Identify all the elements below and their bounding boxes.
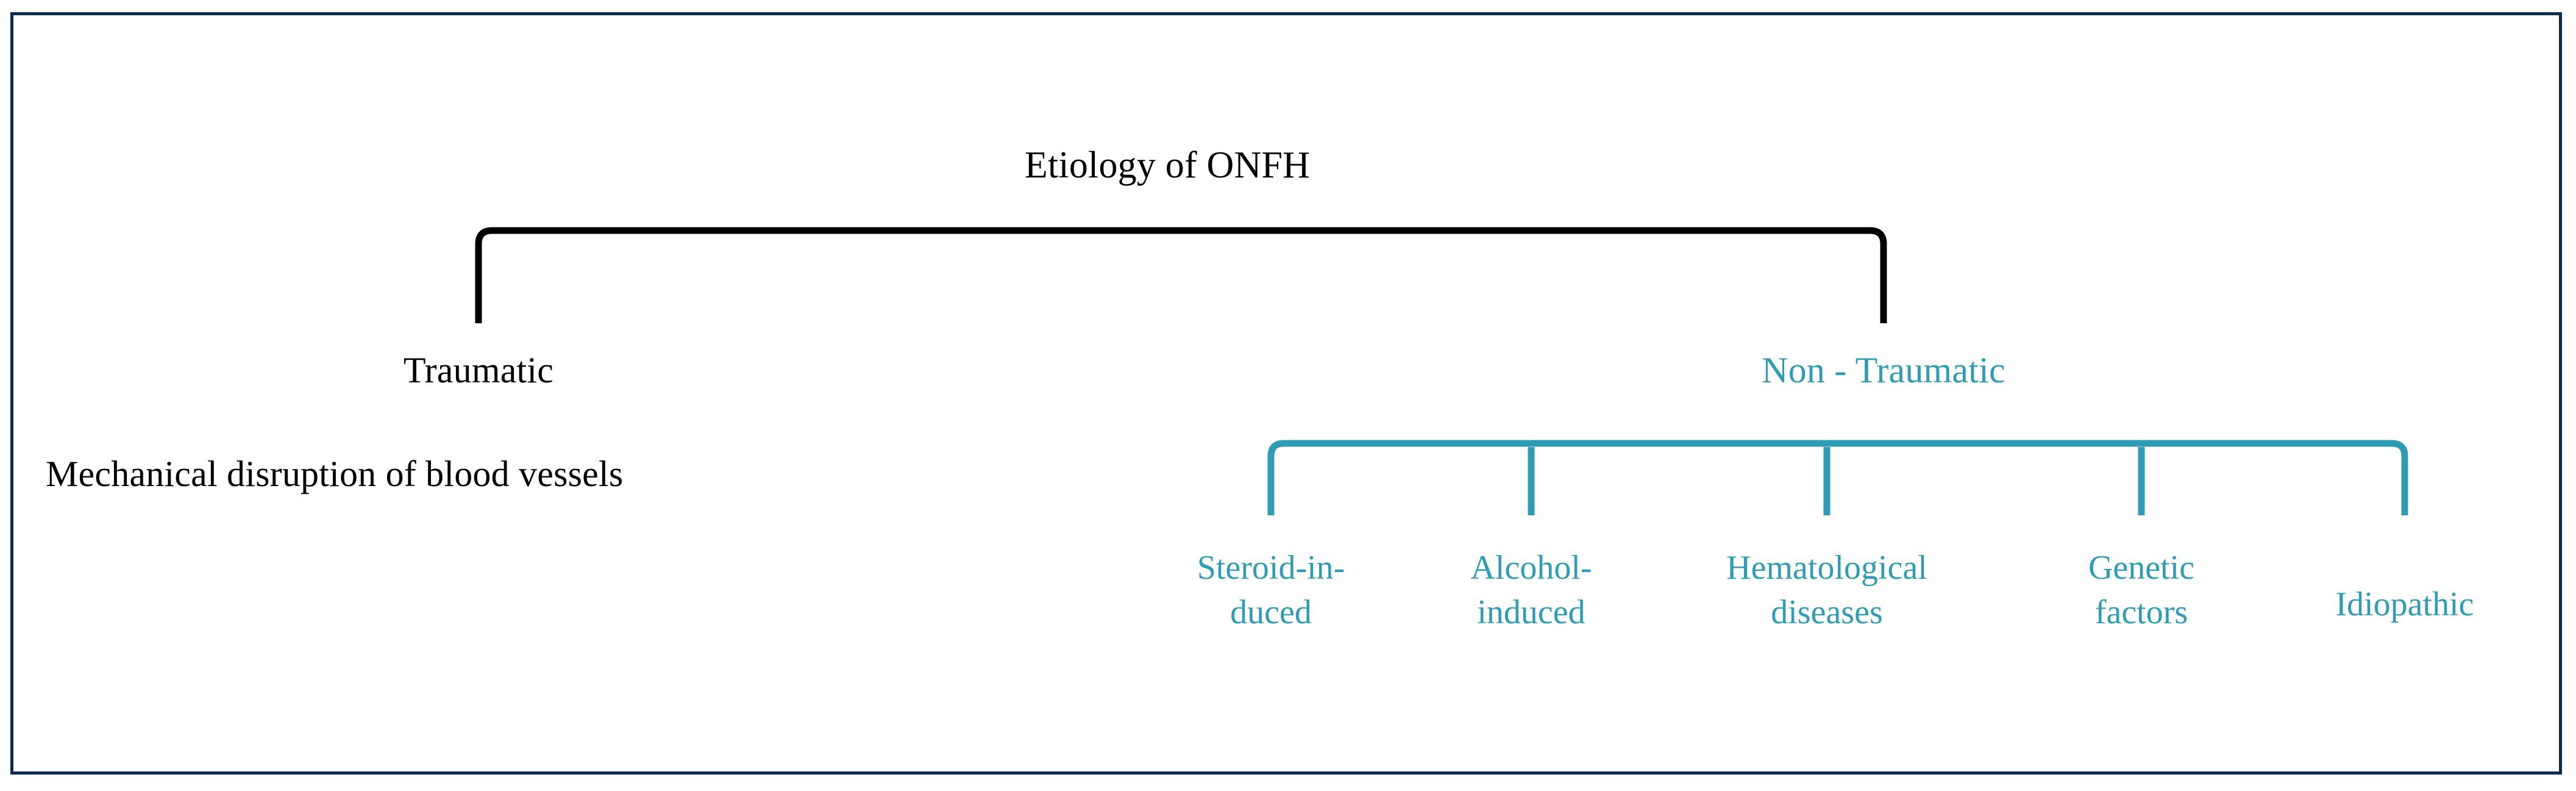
leaf-line-1: Idiopathic: [2335, 585, 2474, 623]
leaf-node-genetic-factors: Genetic factors: [2088, 546, 2194, 635]
leaf-line-1: Hematological: [1726, 549, 1927, 587]
leaf-line-1: Steroid-in-: [1197, 549, 1345, 587]
leaf-line-2: induced: [1477, 593, 1585, 631]
leaf-line-1: Alcohol-: [1470, 549, 1592, 587]
leaf-line-1: Genetic: [2088, 549, 2195, 587]
figure-frame-border: [10, 12, 2562, 775]
leaf-node-idiopathic: Idiopathic: [2335, 582, 2474, 627]
leaf-line-2: diseases: [1771, 593, 1883, 631]
leaf-line-2: factors: [2094, 593, 2188, 631]
leaf-node-steroid-induced: Steroid-in- duced: [1197, 546, 1345, 635]
root-node-title: Etiology of ONFH: [1024, 145, 1311, 186]
branch-label-non-traumatic: Non - Traumatic: [1762, 350, 2005, 390]
leaf-line-2: duced: [1230, 593, 1312, 631]
leaf-node-hematological-diseases: Hematological diseases: [1726, 546, 1927, 635]
branch-label-traumatic: Traumatic: [403, 350, 554, 390]
leaf-node-alcohol-induced: Alcohol- induced: [1470, 546, 1592, 635]
branch-detail-traumatic-mechanism: Mechanical disruption of blood vessels: [46, 454, 624, 494]
